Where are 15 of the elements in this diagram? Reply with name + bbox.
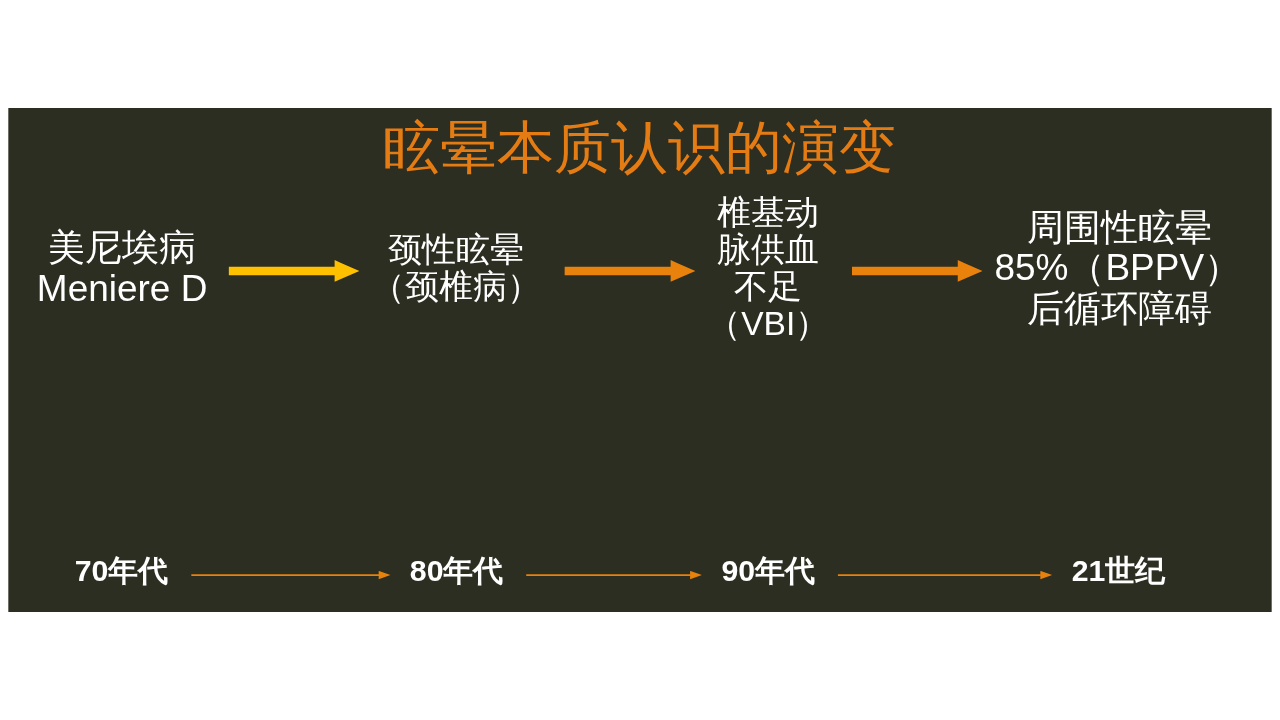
arrow [228, 260, 360, 282]
node-text: 周围性眩晕 85%（BPPV） 后循环障碍 [994, 207, 1242, 329]
arrow [564, 260, 696, 282]
node-text: 80年代 [409, 553, 504, 587]
node-text: 颈性眩晕 （颈椎病） [371, 230, 542, 305]
node-text: 70年代 [74, 553, 169, 587]
diagram-title: 眩晕本质认识的演变 [383, 115, 897, 180]
arrow [190, 570, 391, 580]
arrow [525, 570, 702, 580]
node-text: 椎基动脉供血不足 （VBI） [707, 193, 830, 342]
arrow [837, 570, 1053, 580]
node-text: 美尼埃病 Meniere D [36, 227, 208, 309]
node-text: 21世纪 [1071, 553, 1166, 587]
node-text: 90年代 [721, 553, 816, 587]
arrow [852, 260, 983, 282]
